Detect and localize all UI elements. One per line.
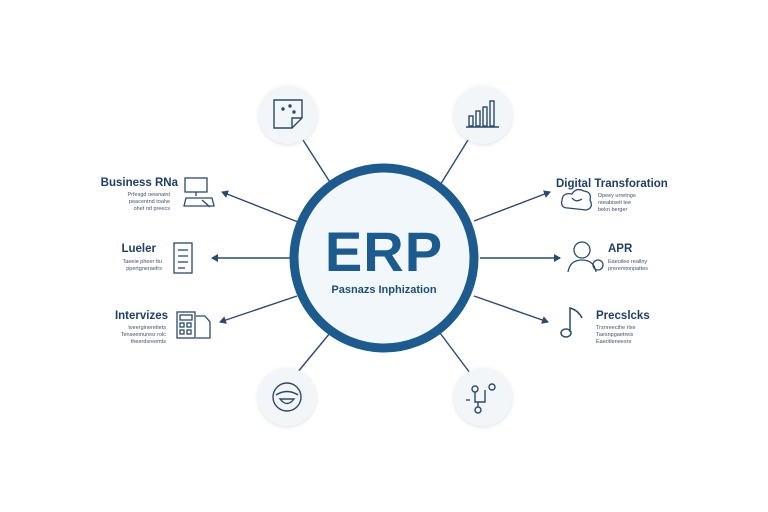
label-lueler[interactable]: Lueler: [121, 243, 156, 255]
desc-precslcks-2: Taesnpgaetreis: [596, 332, 634, 338]
node-top-left[interactable]: [259, 86, 317, 144]
desc-precslcks-1: Trsnreecthe rlxe: [596, 325, 636, 331]
monitor-icon: [183, 177, 215, 208]
arrow-precslcks: [473, 295, 549, 324]
calculator-icon: [176, 311, 211, 339]
node-bottom-right[interactable]: [454, 368, 512, 426]
connector-bottom-right: [439, 332, 471, 374]
label-apr[interactable]: APR: [608, 243, 633, 255]
desc-business-2: peacentnd toahe: [129, 199, 170, 205]
node-bottom-left[interactable]: [258, 368, 316, 426]
desc-apr-2: preremtonpattes: [608, 266, 649, 272]
arrow-intervizes: [219, 295, 298, 324]
label-digital[interactable]: Digital Transforation: [556, 178, 668, 190]
desc-apr-1: Eaeoilee reallny: [608, 259, 648, 265]
music-note-icon: [560, 307, 583, 338]
hub-title: ERP: [324, 220, 444, 283]
node-top-right[interactable]: [454, 86, 512, 144]
cloud-icon: [560, 188, 592, 211]
desc-digital-1: Dpeey urretnge: [598, 193, 636, 199]
label-intervizes[interactable]: Intervizes: [114, 310, 168, 322]
desc-precslcks-3: Eaeotleneesrs: [596, 339, 632, 345]
desc-digital-2: reeabiseit tee: [598, 200, 632, 206]
desc-intervizes-2: Tenseemuresr rolc: [120, 332, 166, 338]
label-precslcks[interactable]: Precslcks: [596, 310, 650, 322]
network-icon: [466, 383, 496, 414]
bar-chart-icon: [466, 100, 499, 128]
arrow-business: [221, 190, 299, 223]
hub-subtitle: Pasnazs Inphization: [331, 284, 437, 296]
desc-lueler-1: Taeeie pheer ttu: [122, 259, 162, 265]
connector-bottom-left: [296, 332, 331, 374]
desc-business-1: Prfesgd oewnaint: [127, 192, 171, 198]
checklist-icon: [173, 242, 193, 274]
person-icon: [567, 241, 604, 273]
note-icon: [273, 99, 303, 129]
desc-intervizes-1: tveergineretiets: [128, 325, 166, 331]
helmet-icon: [272, 382, 302, 412]
desc-digital-3: bekn berger: [598, 207, 628, 213]
erp-hub[interactable]: [289, 163, 479, 353]
desc-intervizes-3: theerdsreemts: [130, 339, 166, 345]
desc-business-3: ohet nd preecs: [133, 206, 170, 212]
desc-lueler-2: ppertgneraefrs: [126, 266, 162, 272]
connector-top-right: [436, 139, 469, 191]
label-business[interactable]: Business RNa: [100, 177, 178, 189]
arrow-digital: [473, 190, 551, 222]
